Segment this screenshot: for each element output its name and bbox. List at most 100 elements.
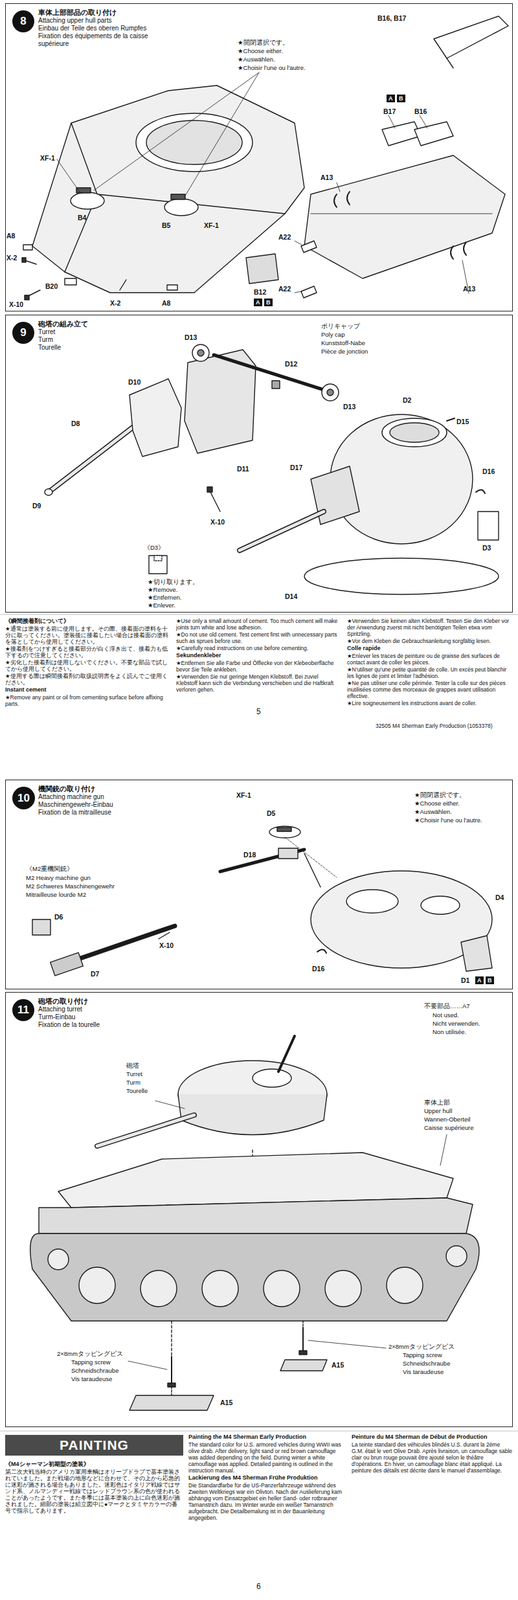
note-text: ★Auswählen.	[237, 55, 276, 64]
note-text: Tapping screw	[71, 1358, 111, 1367]
part-number: D6	[54, 912, 63, 921]
step-number: 11	[17, 1003, 30, 1017]
body-text: ★Ne pas utiliser une colle périmée. Test…	[347, 679, 513, 700]
step-title: Attaching turret	[38, 1005, 175, 1014]
step-title: 車体上部部品の取り付け	[38, 8, 175, 17]
variant-marker: B	[485, 976, 495, 985]
note-text: Turret	[126, 1070, 143, 1079]
section-heading: Lackierung des M4 Sherman Frühe Produkti…	[188, 1474, 348, 1482]
step-number-circle: 11	[12, 999, 35, 1022]
body-text: ★Enlever les traces de peinture ou de gr…	[347, 652, 513, 666]
note-text: 砲塔	[126, 1061, 140, 1070]
step-title: Turm-Einbau	[38, 1013, 175, 1022]
part-number: B16	[414, 107, 427, 116]
part-number: A8	[6, 231, 15, 240]
note-text: Vis taraudeuse	[402, 1368, 444, 1376]
note-text: Poly cap	[321, 330, 345, 339]
section-heading: Painting the M4 Sherman Early Production	[188, 1433, 348, 1441]
section-heading: 《M4シャーマン初期型の塗装》	[5, 1460, 184, 1468]
text-column: Painting the M4 Sherman Early Production…	[188, 1433, 348, 1522]
note-text: 《M2重機関銃》	[25, 865, 74, 873]
text-column: 《瞬間接着剤について》★通常は塗装する前に使用します。その際、接着面の塗料を十分…	[5, 617, 169, 708]
title-block: 機関銃の取り付けAttaching machine gunMaschinenge…	[38, 784, 175, 817]
step-number-circle: 8	[12, 10, 35, 33]
body-text: ★Vor dem Kleben die Gebrauchsanleitung s…	[347, 637, 513, 645]
variant-marker: B	[264, 298, 273, 307]
step-number: 10	[17, 791, 30, 805]
step-title: Turm	[38, 336, 175, 344]
part-number: D11	[236, 464, 250, 473]
part-number: A15	[220, 1398, 233, 1407]
body-text: La teinte standard des véhicules blindés…	[351, 1441, 513, 1474]
variant-marker: A	[386, 94, 395, 103]
section-heading: Instant cement	[5, 686, 169, 694]
note-text: ★Choose either.	[414, 799, 460, 808]
note-text: M2 Heavy machine gun	[25, 874, 91, 882]
part-number: D7	[90, 969, 100, 978]
section-heading: Sekundenkleber	[176, 652, 340, 660]
text-column: ★Verwenden Sie keinen alten Klebstoff. T…	[347, 617, 513, 708]
step-number-circle: 9	[12, 321, 35, 344]
step-title: Fixation de la mitrailleuse	[38, 808, 175, 817]
note-text: ★Enlever.	[147, 601, 176, 610]
page-number: 5	[256, 707, 261, 717]
step-title: Attaching upper hull parts	[38, 16, 175, 25]
part-number: B4	[77, 213, 87, 222]
body-text: 第二次大戦当時のアメリカ軍用車輌はオリーブドラブで基本塗装されていました。また戦…	[5, 1468, 184, 1514]
step-title: Fixation des équipements de la caisse su…	[38, 32, 175, 48]
step-title: Einbau der Teile des oberen Rumpfes	[38, 24, 175, 33]
note-text: Tapping screw	[402, 1351, 443, 1360]
note-text: Turm	[126, 1078, 141, 1087]
note-text: Not used.	[432, 1011, 460, 1020]
part-number: B5	[161, 221, 171, 230]
note-text: Schneidschraube	[71, 1366, 119, 1375]
part-number: D15	[456, 417, 469, 426]
part-number: XF-1	[40, 154, 56, 162]
note-text: ★Auswählen.	[414, 808, 452, 816]
step-title: Tourelle	[38, 343, 175, 352]
title-block: 車体上部部品の取り付けAttaching upper hull partsEin…	[38, 8, 175, 48]
part-number: D18	[243, 850, 256, 859]
note-text: Vis taraudeuse	[71, 1375, 113, 1384]
part-number: X-2	[6, 253, 17, 262]
note-text: Upper hull	[424, 1107, 452, 1115]
note-text: ★切り取ります。	[147, 578, 199, 586]
note-text: ポリキャップ	[321, 322, 361, 331]
part-number: A8	[161, 299, 171, 307]
body-text: Die Standardfarbe für die US-Panzerfahrz…	[188, 1482, 348, 1521]
part-number: X-10	[210, 518, 225, 526]
body-text: ★Use only a small amount of cement. Too …	[176, 617, 340, 631]
part-number: D2	[402, 396, 412, 405]
note-text: 車体上部	[424, 1098, 451, 1107]
part-number: D13	[184, 333, 197, 342]
note-text: Wannen-Oberteil	[424, 1115, 471, 1124]
step-title: 砲塔の取り付け	[38, 997, 175, 1006]
step-number: 8	[20, 14, 26, 28]
part-number: B17	[383, 107, 396, 116]
part-number: D9	[32, 501, 41, 510]
body-text: ★Entfernen Sie alle Farbe und Ölflecke v…	[176, 659, 340, 673]
part-number: B20	[45, 282, 58, 291]
step-title: Maschinengewehr-Einbau	[38, 800, 175, 809]
part-number: A22	[278, 284, 291, 293]
part-number: D5	[266, 809, 276, 818]
note-text: Caisse supérieure	[424, 1124, 474, 1132]
note-text: Schneidschraube	[402, 1359, 451, 1368]
part-number: X-10	[159, 941, 174, 950]
part-number: B12	[253, 288, 267, 296]
note-text: 2×8mmタッピングビス	[388, 1342, 455, 1351]
part-number: D12	[284, 360, 298, 368]
section-heading: Colle rapide	[347, 644, 513, 653]
part-number: D13	[343, 402, 356, 411]
part-number: B16, B17	[377, 14, 406, 23]
note-text: Pièce de jonction	[321, 347, 368, 356]
body-text: ★Verwenden Sie nur geringe Mengen Klebst…	[176, 673, 340, 693]
part-number: XF-1	[236, 791, 252, 800]
catalog-code: 32505 M4 Sherman Early Production (10533…	[375, 722, 493, 730]
part-number: A22	[278, 233, 291, 241]
note-text: Non utilisée.	[432, 1028, 467, 1036]
note-text: ★Choisir l'une ou l'autre.	[414, 816, 483, 825]
text-column: 《M4シャーマン初期型の塗装》第二次大戦当時のアメリカ軍用車輌はオリーブドラブで…	[5, 1460, 184, 1515]
note-text: 《D3》	[143, 543, 165, 552]
body-text: ★Carefully read instructions on use befo…	[176, 644, 340, 652]
